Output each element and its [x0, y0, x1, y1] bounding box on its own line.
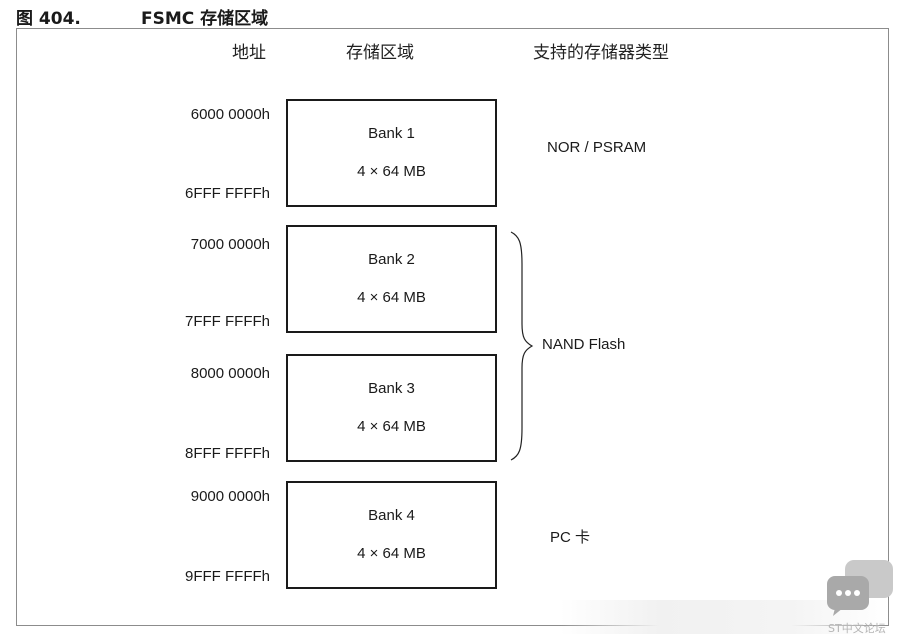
memory-type-nor-psram: NOR / PSRAM: [547, 139, 647, 156]
bank3-name: Bank 3: [368, 380, 415, 397]
header-supported-types: 支持的存储器类型: [533, 43, 669, 63]
diagram-frame: [16, 28, 889, 626]
memory-type-nand-flash: NAND Flash: [542, 336, 626, 353]
figure-number: 图 404.: [16, 9, 81, 29]
bank4-name: Bank 4: [368, 507, 415, 524]
header-region: 存储区域: [346, 43, 414, 63]
bank4-start-address: 9000 0000h: [190, 488, 270, 505]
bank1-size: 4 × 64 MB: [357, 163, 426, 180]
bank2-size: 4 × 64 MB: [357, 289, 426, 306]
bank1-start-address: 6000 0000h: [190, 106, 270, 123]
bank3-end-address: 8FFF FFFFh: [185, 445, 270, 462]
bank1-name: Bank 1: [368, 125, 415, 142]
bank4-box: Bank 4 4 × 64 MB: [286, 481, 497, 589]
bank2-start-address: 7000 0000h: [190, 236, 270, 253]
bank4-end-address: 9FFF FFFFh: [185, 568, 270, 585]
bank1-box: Bank 1 4 × 64 MB: [286, 99, 497, 207]
bank3-box: Bank 3 4 × 64 MB: [286, 354, 497, 462]
figure-title: 图 404.: [16, 4, 81, 29]
figure-name: FSMC 存储区域: [141, 9, 269, 29]
chat-bubble-icon: [827, 560, 893, 616]
bracket-icon: [510, 231, 534, 461]
bank4-size: 4 × 64 MB: [357, 545, 426, 562]
bank3-start-address: 8000 0000h: [190, 365, 270, 382]
watermark-text: ST中文论坛: [828, 622, 886, 635]
bank1-end-address: 6FFF FFFFh: [185, 185, 270, 202]
bank2-name: Bank 2: [368, 251, 415, 268]
bank2-box: Bank 2 4 × 64 MB: [286, 225, 497, 333]
memory-type-pc-card: PC 卡: [550, 529, 591, 546]
bank2-end-address: 7FFF FFFFh: [185, 313, 270, 330]
header-address: 地址: [232, 43, 266, 63]
bank3-size: 4 × 64 MB: [357, 418, 426, 435]
